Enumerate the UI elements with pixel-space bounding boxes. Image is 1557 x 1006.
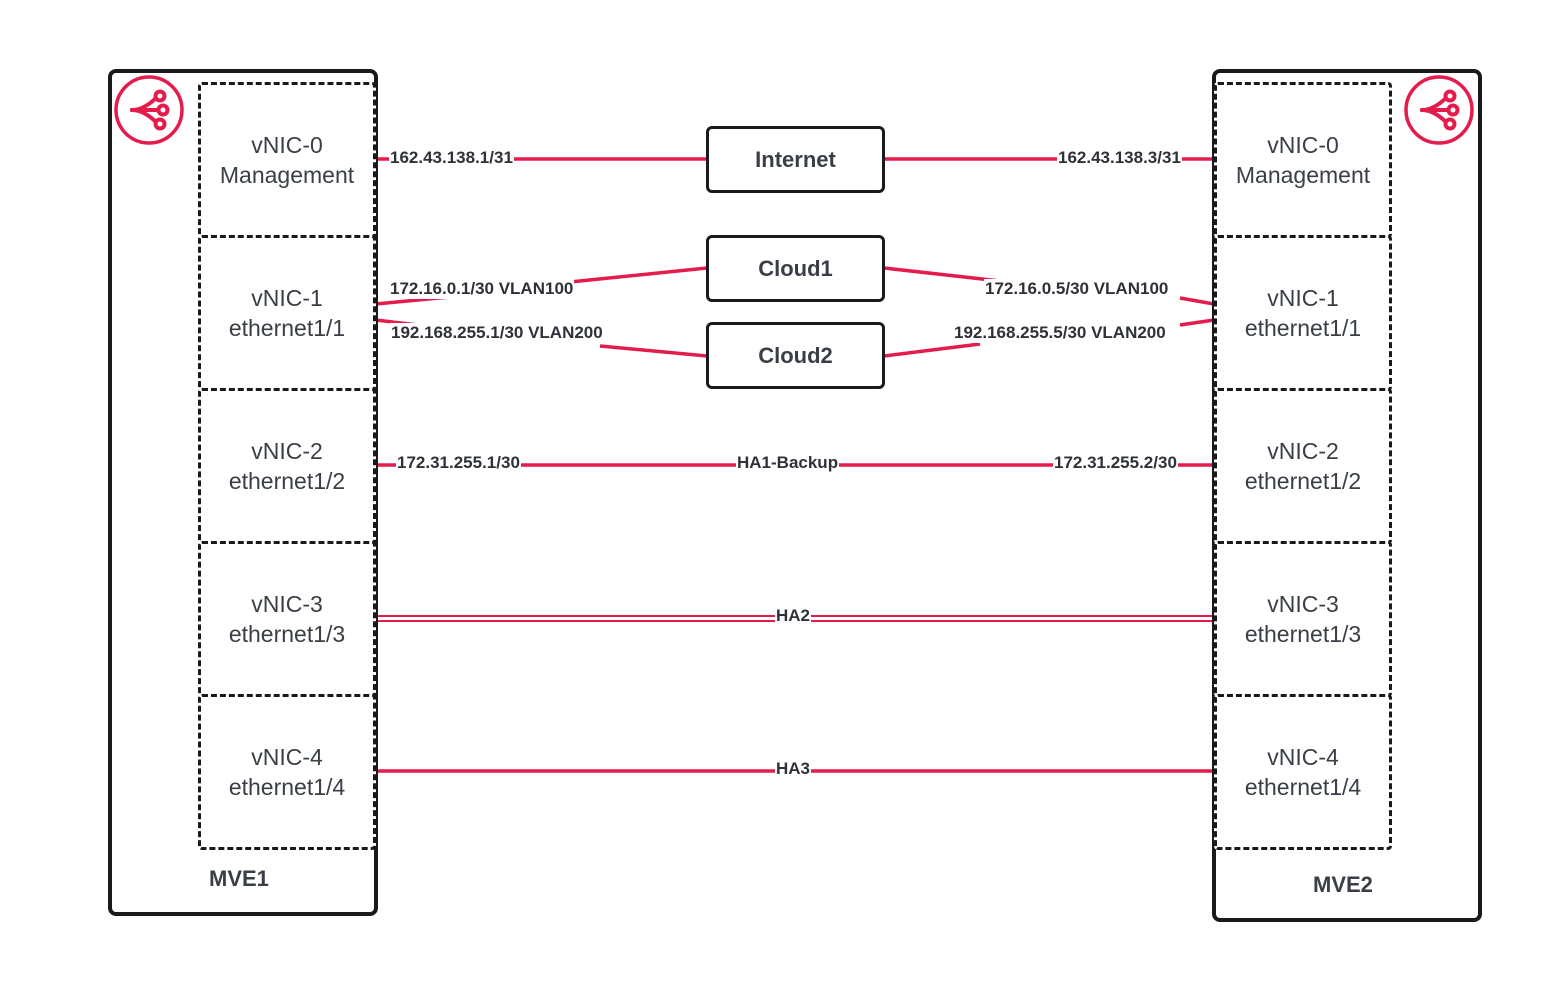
mve2-vnic-3[interactable]: vNIC-3 ethernet1/3 <box>1214 541 1392 697</box>
vnic-name: vNIC-2 <box>251 438 323 464</box>
ha1-left-ip: 172.31.255.1/30 <box>396 453 521 473</box>
mve1-label: MVE1 <box>209 866 269 891</box>
mve1-vnic-4[interactable]: vNIC-4 ethernet1/4 <box>198 694 376 850</box>
vnic-interface: ethernet1/3 <box>228 621 346 647</box>
vnic-interface: Management <box>219 162 355 188</box>
cloud2-right-ip: 192.168.255.5/30 VLAN200 <box>953 323 1167 343</box>
mgmt-left-ip: 162.43.138.1/31 <box>389 148 514 168</box>
vnic-interface: ethernet1/1 <box>1244 315 1362 341</box>
vnic-name: vNIC-1 <box>251 285 323 311</box>
vnic-name: vNIC-0 <box>1267 132 1339 158</box>
cloud1-box[interactable]: Cloud1 <box>706 235 885 302</box>
mgmt-right-ip: 162.43.138.3/31 <box>1057 148 1182 168</box>
ha2-center-label: HA2 <box>775 606 812 626</box>
vnic-interface: ethernet1/3 <box>1244 621 1362 647</box>
vnic-name: vNIC-1 <box>1267 285 1339 311</box>
ha3-center-label: HA3 <box>775 759 812 779</box>
vnic-interface: ethernet1/1 <box>228 315 346 341</box>
mve1-vnic-1[interactable]: vNIC-1 ethernet1/1 <box>198 235 376 391</box>
vnic-interface: ethernet1/4 <box>228 774 346 800</box>
mve1-vnic-3[interactable]: vNIC-3 ethernet1/3 <box>198 541 376 697</box>
link-cloud1-right-a <box>883 266 1001 283</box>
link-cloud1-left-b <box>559 266 708 285</box>
mve2-label: MVE2 <box>1313 872 1373 897</box>
mve2-vnic-0[interactable]: vNIC-0 Management <box>1214 82 1392 238</box>
mve2-logo <box>1404 75 1474 145</box>
vnic-name: vNIC-0 <box>251 132 323 158</box>
ha1-right-ip: 172.31.255.2/30 <box>1053 453 1178 473</box>
cloud1-left-ip: 172.16.0.1/30 VLAN100 <box>389 279 575 299</box>
vnic-interface: ethernet1/2 <box>1244 468 1362 494</box>
mve1-vnic-0[interactable]: vNIC-0 Management <box>198 82 376 238</box>
mve1-vnic-2[interactable]: vNIC-2 ethernet1/2 <box>198 388 376 544</box>
vnic-interface: Management <box>1235 162 1371 188</box>
link-cloud2-left-b <box>599 344 708 358</box>
mve2-vnic-2[interactable]: vNIC-2 ethernet1/2 <box>1214 388 1392 544</box>
vnic-name: vNIC-2 <box>1267 438 1339 464</box>
mve1-logo <box>114 75 184 145</box>
vnic-interface: ethernet1/2 <box>228 468 346 494</box>
cloud2-box[interactable]: Cloud2 <box>706 322 885 389</box>
vnic-interface: ethernet1/4 <box>1244 774 1362 800</box>
mve2-vnic-1[interactable]: vNIC-1 ethernet1/1 <box>1214 235 1392 391</box>
share-network-icon <box>114 75 184 145</box>
vnic-name: vNIC-4 <box>1267 744 1339 770</box>
link-cloud1-right-b <box>1179 296 1215 306</box>
mve2-vnic-4[interactable]: vNIC-4 ethernet1/4 <box>1214 694 1392 850</box>
vnic-name: vNIC-3 <box>1267 591 1339 617</box>
cloud1-right-ip: 172.16.0.5/30 VLAN100 <box>984 279 1170 299</box>
share-network-icon <box>1404 75 1474 145</box>
cloud2-left-ip: 192.168.255.1/30 VLAN200 <box>390 323 604 343</box>
link-cloud2-right-b <box>1179 318 1215 327</box>
vnic-name: vNIC-3 <box>251 591 323 617</box>
vnic-name: vNIC-4 <box>251 744 323 770</box>
link-cloud2-right-a <box>883 342 981 358</box>
internet-box[interactable]: Internet <box>706 126 885 193</box>
ha1-center-label: HA1-Backup <box>736 453 840 473</box>
